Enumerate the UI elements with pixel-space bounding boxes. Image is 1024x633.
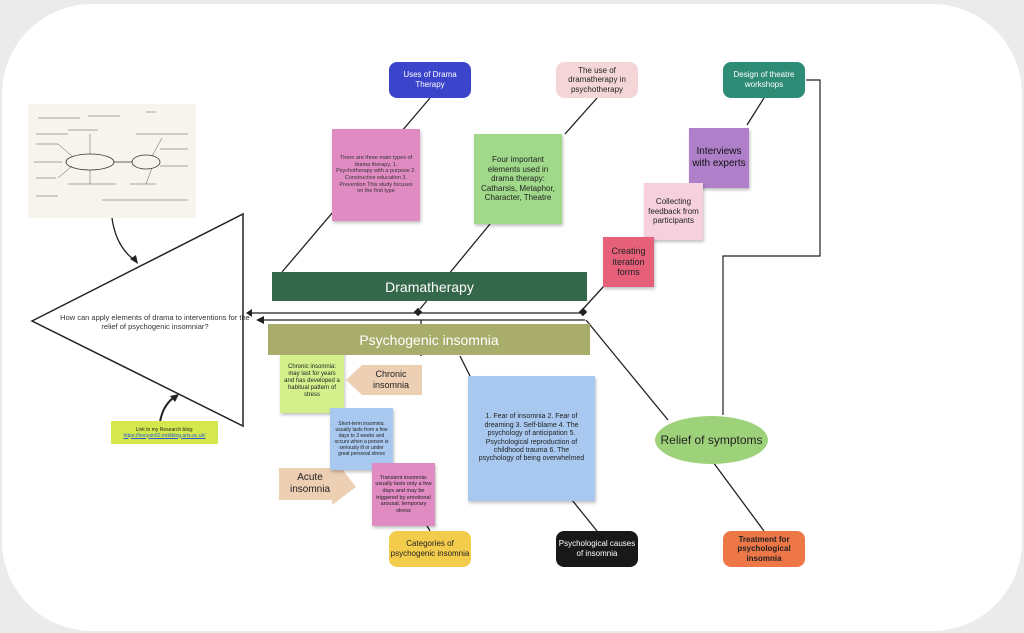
note-causes-list[interactable]: 1. Fear of insomnia 2. Fear of dreaming … (468, 376, 595, 501)
question-triangle (30, 212, 244, 428)
category-psychological-causes[interactable]: Psychological causes of insomnia (556, 531, 638, 567)
dramatherapy-bar[interactable]: Dramatherapy (272, 272, 587, 301)
note-four-elements[interactable]: Four important elements used in drama th… (474, 134, 562, 224)
note-transient[interactable]: Transient insomnia: usually lasts only a… (372, 463, 435, 526)
category-uses-of-drama-therapy[interactable]: Uses of Drama Therapy (389, 62, 471, 98)
category-theatre-workshops[interactable]: Design of theatre workshops (723, 62, 805, 98)
note-short-term[interactable]: Short-term insomnia: usually lasts from … (330, 408, 393, 470)
chronic-arrow-shape (346, 365, 422, 395)
category-use-in-psychotherapy[interactable]: The use of dramatherapy in psychotherapy (556, 62, 638, 98)
note-chronic[interactable]: Chronic insomnia: may last for years and… (280, 350, 344, 413)
research-blog-label: Link to my Research blog: (135, 426, 194, 433)
chronic-insomnia-label[interactable]: Chronic insomnia (372, 369, 410, 390)
research-blog-link[interactable]: https://honyan92.mddblog.arts.ac.uk/ (123, 432, 206, 439)
note-creating-forms[interactable]: Creating iteration forms (603, 237, 654, 287)
research-question: How can apply elements of drama to inter… (60, 313, 250, 331)
category-insomnia-types[interactable]: Categories of psychogenic insomnia (389, 531, 471, 567)
psychogenic-insomnia-bar[interactable]: Psychogenic insomnia (268, 324, 590, 355)
hand-drawn-mindmap-image (28, 104, 196, 218)
category-treatment[interactable]: Treatment for psychological insomnia (723, 531, 805, 567)
research-blog-note: Link to my Research blog: https://honyan… (111, 421, 218, 444)
relief-of-symptoms-node[interactable]: Relief of symptoms (655, 416, 768, 464)
acute-insomnia-label[interactable]: Acute insomnia (289, 472, 331, 495)
note-three-types[interactable]: There are three main types of drama ther… (332, 129, 420, 221)
note-collecting-feedback[interactable]: Collecting feedback from participants (644, 183, 703, 240)
note-interviews[interactable]: Interviews with experts (689, 128, 749, 188)
